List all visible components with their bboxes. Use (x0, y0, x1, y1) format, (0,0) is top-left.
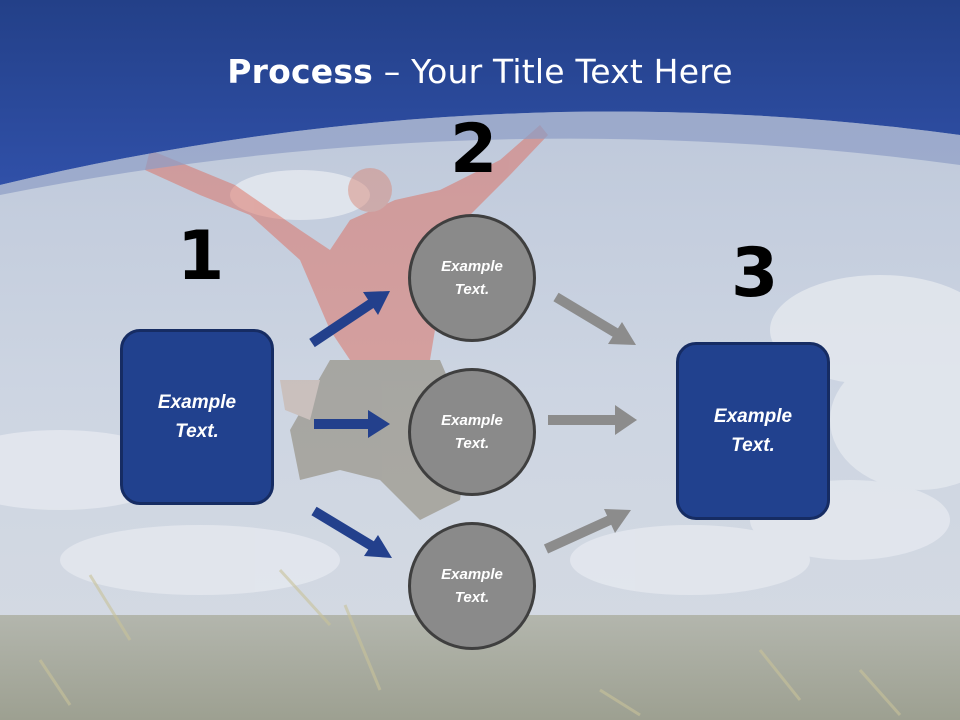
title-bold: Process (227, 52, 374, 91)
arrow-right-icon (548, 405, 637, 435)
process-circle-top: Example Text. (408, 214, 536, 342)
arrow-right-icon (314, 410, 390, 438)
process-circle-middle-label: Example Text. (441, 412, 503, 452)
process-circle-bottom: Example Text. (408, 522, 536, 650)
slide-title: Process – Your Title Text Here (0, 52, 960, 91)
output-box-label: Example Text. (713, 406, 793, 456)
clouds (0, 170, 960, 595)
arrow-right-icon (553, 292, 636, 345)
arrow-right-icon (543, 509, 631, 554)
process-circle-bottom-label: Example Text. (441, 566, 503, 606)
process-circle-middle: Example Text. (408, 368, 536, 496)
step-number-3: 3 (731, 234, 779, 313)
grass-blades (38, 568, 902, 717)
input-box: Example Text. (120, 329, 274, 505)
input-box-label: Example Text. (157, 392, 237, 442)
step-number-2: 2 (450, 110, 498, 189)
process-circle-top-label: Example Text. (441, 258, 503, 298)
step-number-1: 1 (177, 217, 225, 296)
header-arc (0, 111, 960, 195)
output-box: Example Text. (676, 342, 830, 520)
arrow-right-icon (309, 291, 390, 348)
arrow-right-icon (311, 506, 392, 558)
title-rest: – Your Title Text Here (373, 52, 733, 91)
